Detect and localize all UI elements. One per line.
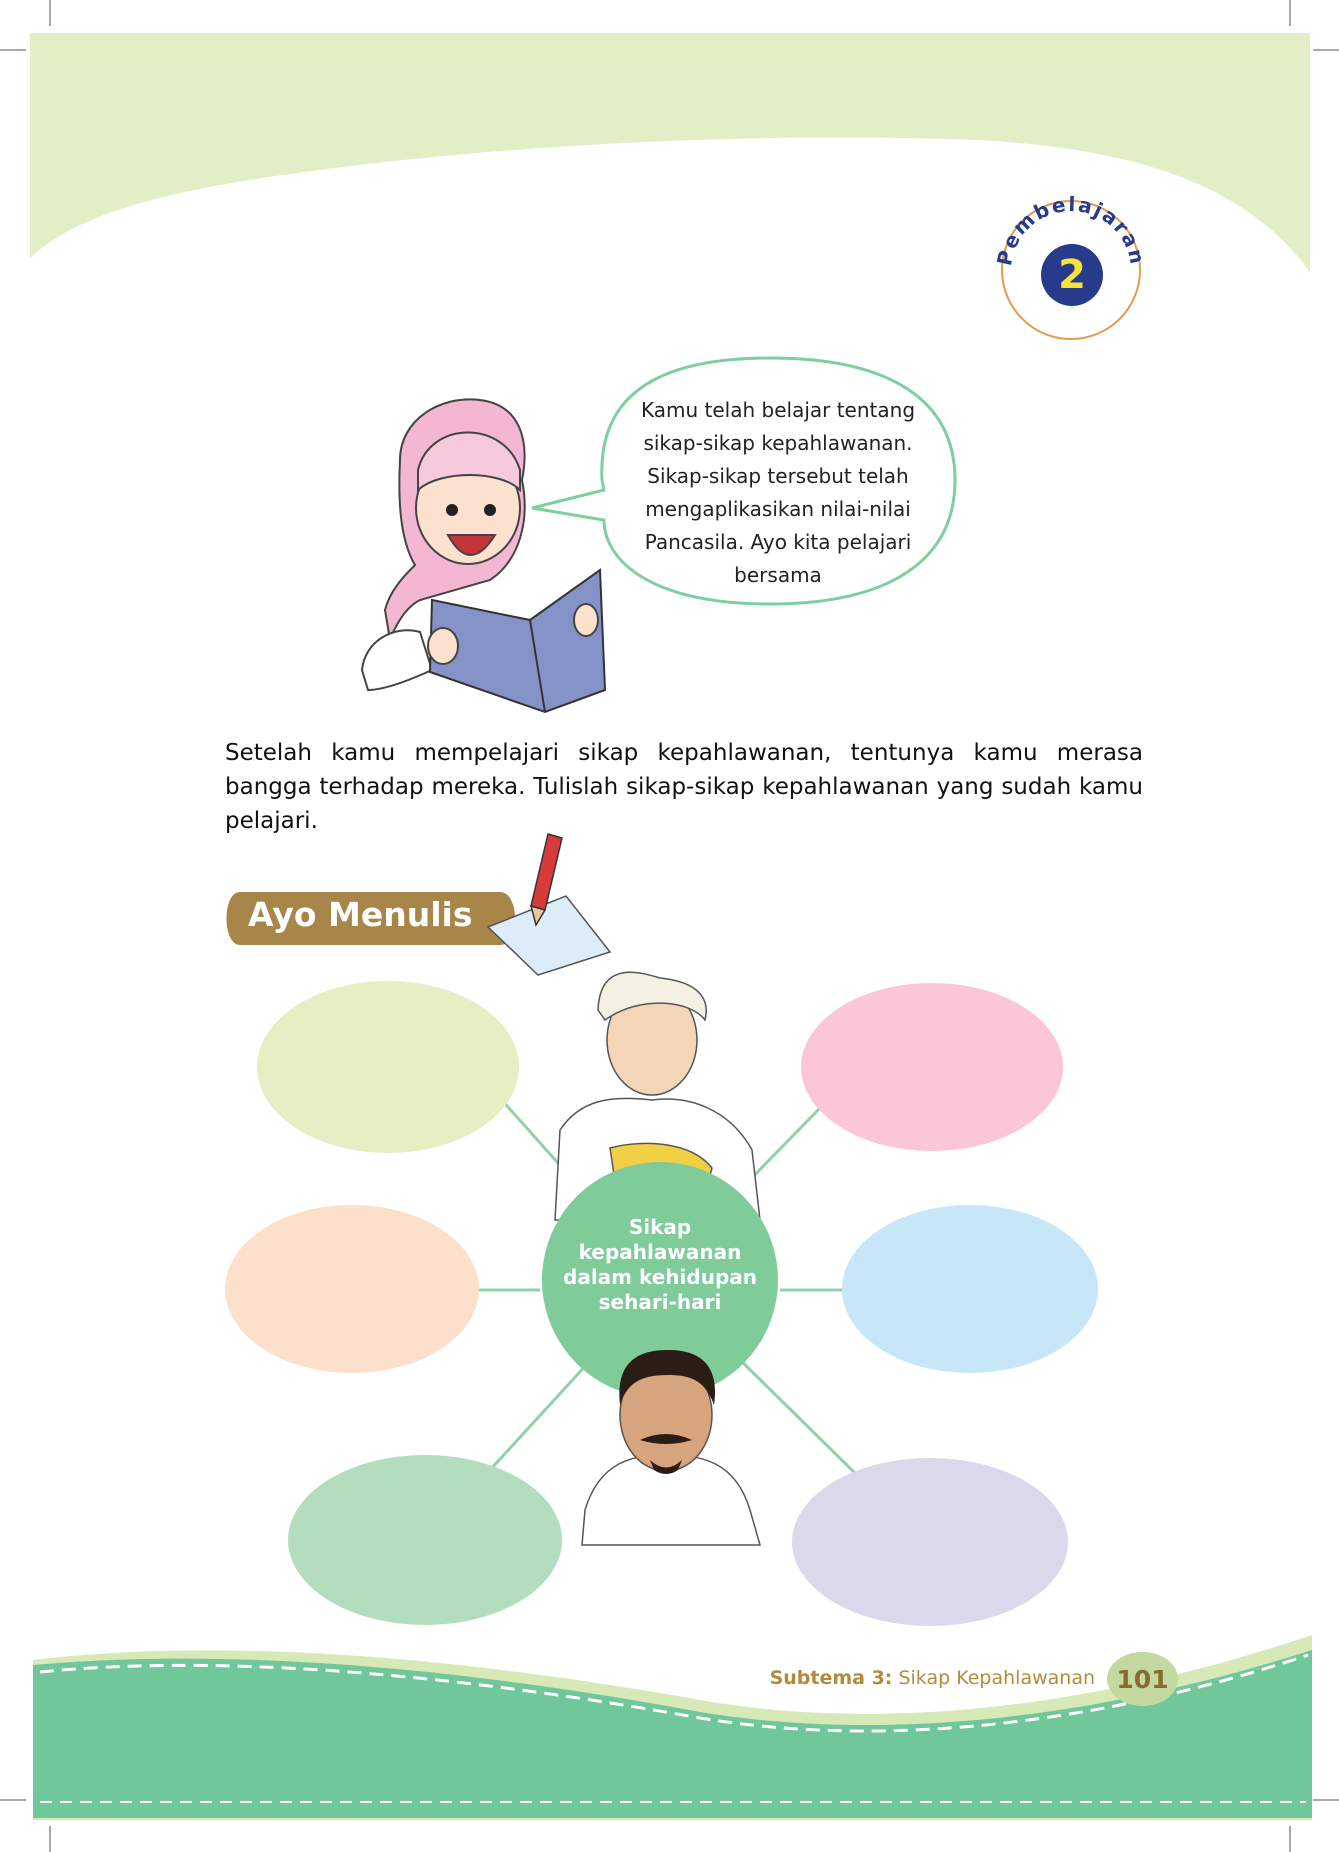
footer-subtema-title: Sikap Kepahlawanan: [898, 1667, 1095, 1689]
ayo-menulis-tab: [226, 833, 612, 976]
bubble-bottom-left[interactable]: [288, 1455, 562, 1625]
footer-subtema: Subtema 3: Sikap Kepahlawanan: [770, 1667, 1095, 1689]
bubble-bottom-right[interactable]: [792, 1458, 1068, 1626]
pencil-icon: [529, 833, 563, 927]
hero-illustration-man: [581, 1350, 761, 1546]
center-line-4: sehari-hari: [598, 1290, 722, 1314]
bubble-middle-left[interactable]: [225, 1205, 479, 1373]
bubble-middle-right[interactable]: [842, 1205, 1098, 1373]
center-line-2: kepahlawanan: [578, 1240, 742, 1264]
center-line-3: dalam kehidupan: [563, 1265, 757, 1289]
bubble-top-right[interactable]: [801, 983, 1063, 1151]
bottom-wave: [33, 1650, 1312, 1818]
footer-subtema-label: Subtema 3:: [769, 1667, 893, 1689]
bottom-wave-dash: [39, 1653, 1309, 1733]
girl-reading-illustration: [360, 398, 607, 714]
page-number: 101: [1107, 1652, 1178, 1706]
badge-number: 2: [1041, 244, 1103, 306]
section-title: Ayo Menulis: [248, 895, 473, 934]
mind-map-center-label: Sikap kepahlawanan dalam kehidupan sehar…: [534, 1215, 786, 1315]
center-line-1: Sikap: [628, 1215, 692, 1239]
instruction-paragraph: Setelah kamu mempelajari sikap kepahlawa…: [225, 740, 1143, 834]
speech-bubble: [531, 356, 957, 606]
speech-bubble-text: Kamu telah belajar tentang sikap-sikap k…: [598, 376, 958, 610]
bubble-top-left[interactable]: [257, 981, 519, 1153]
speech-text: Kamu telah belajar tentang sikap-sikap k…: [640, 398, 916, 587]
top-wave: [30, 33, 1310, 272]
mind-map-center: [542, 1162, 778, 1398]
